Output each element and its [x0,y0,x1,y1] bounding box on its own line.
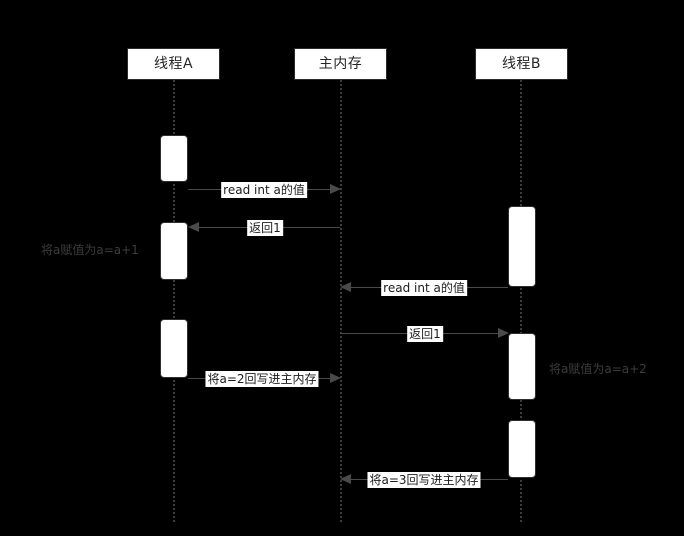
msg-read-2-arrowhead [340,282,351,292]
activation-thread-b-2 [508,333,536,400]
participant-main-memory[interactable]: 主内存 [294,48,387,80]
activation-thread-a-2 [160,222,188,280]
msg-read-1-arrowhead [330,184,341,194]
participant-thread-a[interactable]: 线程A [127,48,220,80]
msg-write-a2-label: 将a=2回写进主内存 [205,371,319,387]
lifeline-thread-b [520,80,522,522]
participant-thread-a-label: 线程A [153,56,194,72]
activation-thread-b-1 [508,206,536,287]
msg-write-a3-arrowhead [340,474,351,484]
participant-thread-b[interactable]: 线程B [475,48,568,80]
msg-return-1-arrowhead [188,222,199,232]
msg-write-a3-label: 将a=3回写进主内存 [367,472,481,488]
msg-return-1-label: 返回1 [247,220,283,236]
participant-main-memory-label: 主内存 [318,56,363,72]
msg-return-2-arrowhead [498,328,509,338]
participant-thread-b-label: 线程B [501,56,542,72]
msg-read-2-label: read int a的值 [381,280,467,296]
lifeline-thread-a [173,80,175,522]
msg-read-1-label: read int a的值 [221,182,307,198]
lifeline-main-memory [340,80,342,522]
activation-thread-a-3 [160,319,188,378]
note-assign-a2: 将a赋值为a=a+2 [549,362,647,376]
activation-thread-a-1 [160,135,188,182]
activation-thread-b-3 [508,420,536,478]
msg-return-2-label: 返回1 [407,326,443,342]
msg-write-a2-arrowhead [330,373,341,383]
note-assign-a1: 将a赋值为a=a+1 [41,243,139,257]
